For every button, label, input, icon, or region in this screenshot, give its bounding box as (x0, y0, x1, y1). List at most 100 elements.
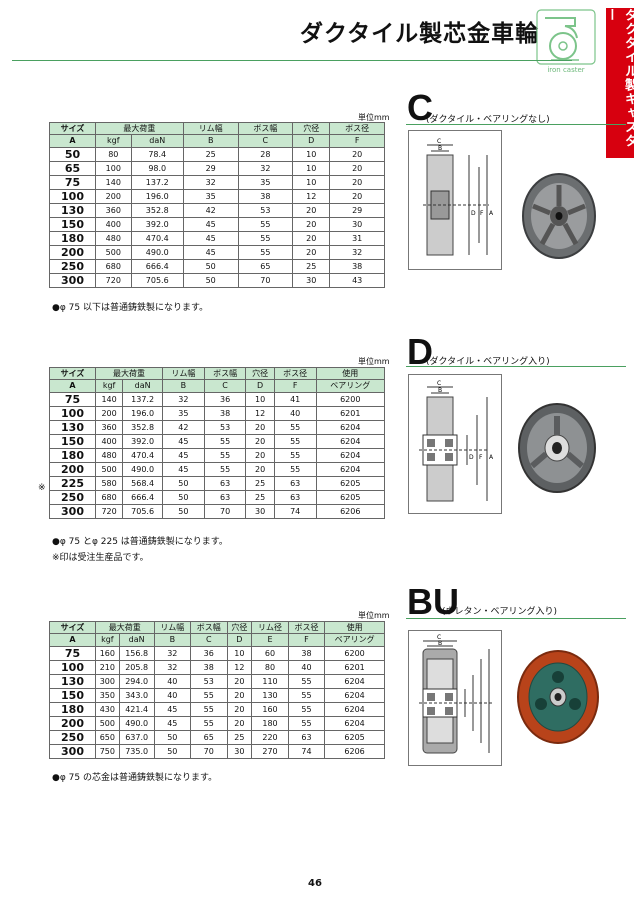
note-c-1: ●φ 75 以下は普通鋳鉄製になります。 (52, 303, 209, 313)
svg-text:A: A (489, 210, 494, 217)
spec-table-c: サイズ 最大荷重 リム幅 ボス幅 穴径 ボス径 A kgf daN B C D … (49, 121, 385, 288)
value-cell: 25 (292, 258, 331, 274)
series-subtitle-d: (ダクタイル・ベアリング入り) (426, 357, 550, 367)
size-cell: 65 (49, 160, 96, 176)
value-cell: 20 (329, 160, 385, 176)
value-cell: 580 (94, 475, 124, 491)
unit-label-c: 単位mm (358, 113, 390, 122)
header-cell: 穴径 (226, 620, 253, 635)
value-cell: 55 (237, 230, 294, 246)
value-cell: 45 (182, 244, 239, 260)
value-cell: 55 (190, 687, 228, 703)
svg-text:F: F (480, 210, 484, 217)
value-cell: 55 (287, 701, 326, 717)
value-cell: 430 (95, 701, 120, 717)
size-cell: 300 (49, 503, 96, 519)
value-cell: 45 (153, 715, 192, 731)
value-cell: 20 (245, 419, 275, 435)
value-cell: 6205 (315, 475, 386, 491)
value-cell: 470.4 (130, 230, 184, 246)
value-cell: 55 (237, 216, 294, 232)
value-cell: 45 (153, 701, 192, 717)
size-cell: 150 (49, 433, 96, 449)
size-cell: 250 (49, 729, 96, 745)
value-cell: 63 (273, 475, 317, 491)
value-cell: 55 (203, 433, 247, 449)
svg-text:C: C (437, 138, 441, 145)
size-cell: 75 (49, 174, 96, 190)
value-cell: 29 (329, 202, 385, 218)
value-cell: 43 (329, 272, 385, 288)
value-cell: 38 (203, 405, 247, 421)
header-cell: サイズ (49, 366, 96, 381)
value-cell: 360 (95, 202, 132, 218)
size-cell: 200 (49, 244, 96, 260)
side-category-tab: ダクタイル製キャスター (603, 8, 637, 158)
value-cell: 70 (237, 272, 294, 288)
value-cell: 63 (203, 489, 247, 505)
wheel-d-photo (512, 398, 602, 502)
value-cell: 63 (273, 489, 317, 505)
value-cell: 50 (162, 489, 205, 505)
value-cell: 10 (292, 146, 331, 162)
value-cell: 20 (292, 244, 331, 260)
value-cell: 666.4 (122, 489, 164, 505)
value-cell: 55 (287, 673, 326, 689)
value-cell: 470.4 (122, 447, 164, 463)
value-cell: 55 (273, 447, 317, 463)
header-cell: A (49, 633, 96, 647)
value-cell: 568.4 (122, 475, 164, 491)
header-cell: F (273, 379, 317, 393)
size-cell: 50 (49, 146, 96, 162)
value-cell: 137.2 (122, 391, 164, 407)
header-cell: A (49, 134, 96, 148)
header-cell: C (237, 134, 294, 148)
wheel-bu-section-icon: CB (419, 634, 493, 754)
value-cell: 32 (162, 391, 205, 407)
value-cell: 55 (287, 687, 326, 703)
caster-logo-icon (536, 9, 596, 65)
value-cell: 400 (95, 216, 132, 232)
value-cell: 60 (251, 645, 289, 661)
header-cell: D (226, 633, 253, 647)
value-cell: 41 (273, 391, 317, 407)
ductile-wheel-icon (522, 173, 596, 259)
value-cell: 20 (226, 701, 253, 717)
value-cell: 53 (237, 202, 294, 218)
value-cell: 12 (292, 188, 331, 204)
value-cell: 500 (95, 715, 120, 731)
size-cell: 75 (49, 645, 96, 661)
value-cell: 680 (94, 489, 124, 505)
series-subtitle-c: (ダクタイル・ベアリングなし) (426, 115, 550, 125)
value-cell: 55 (273, 419, 317, 435)
header-cell: kgf (94, 379, 124, 393)
value-cell: 490.0 (118, 715, 155, 731)
svg-text:B: B (438, 640, 442, 647)
value-cell: 6204 (315, 447, 386, 463)
wheel-c-photo (516, 168, 602, 268)
value-cell: 500 (95, 244, 132, 260)
value-cell: 50 (162, 475, 205, 491)
value-cell: 55 (203, 461, 247, 477)
unit-label-bu: 単位mm (358, 611, 390, 620)
value-cell: 294.0 (118, 673, 155, 689)
value-cell: 70 (190, 743, 228, 759)
value-cell: 6204 (324, 701, 385, 717)
size-cell: 180 (49, 447, 96, 463)
value-cell: 210 (95, 659, 120, 675)
value-cell: 6205 (324, 729, 385, 745)
value-cell: 6204 (315, 461, 386, 477)
value-cell: 6204 (324, 687, 385, 703)
